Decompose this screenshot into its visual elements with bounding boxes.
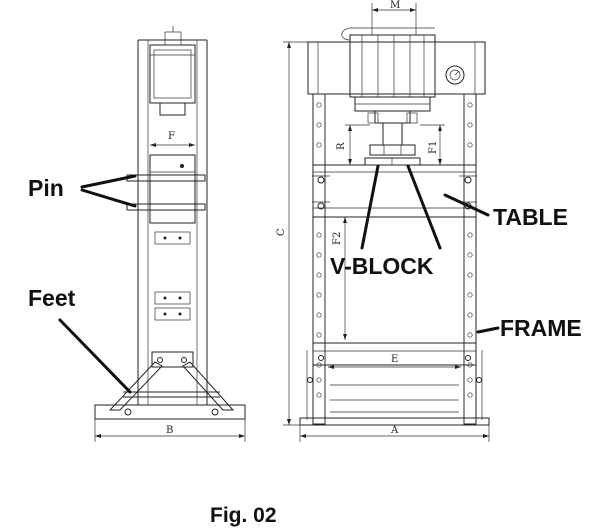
pin-label: Pin — [28, 175, 64, 201]
side-cylinder-housing — [149, 44, 196, 104]
frame-label: FRAME — [500, 315, 582, 341]
dim-a-label: A — [390, 425, 399, 436]
front-column-right — [463, 93, 477, 425]
side-view: F B — [94, 26, 246, 442]
side-table-block — [149, 154, 196, 224]
side-leg-right — [182, 361, 235, 411]
dim-m-label: M — [390, 0, 400, 11]
pin-callout: Pin — [28, 174, 137, 208]
pin-leader-lower — [80, 188, 137, 208]
dim-f2-label: F2 — [332, 232, 343, 245]
pin-leader-upper — [80, 174, 137, 189]
side-base-plate — [94, 404, 246, 420]
v-block-pair — [364, 157, 421, 166]
dim-f1-label: F1 — [428, 141, 439, 154]
dim-c-label: C — [276, 228, 287, 236]
frame-leader — [476, 326, 500, 334]
v-block-leader-right — [406, 164, 442, 250]
side-pin-upper — [126, 174, 206, 182]
front-head — [307, 41, 486, 95]
v-block-leader-left — [360, 164, 380, 250]
table-leader — [443, 193, 490, 217]
front-base-plate — [299, 417, 490, 426]
side-leg-left — [108, 361, 163, 411]
front-cylinder — [349, 34, 436, 98]
dim-f-label: F — [168, 131, 175, 142]
side-ram — [159, 102, 186, 116]
front-table — [312, 164, 477, 218]
front-ram — [374, 110, 411, 124]
v-block-callout: V-BLOCK — [330, 164, 442, 279]
feet-leader — [58, 318, 132, 394]
dim-e-label: E — [391, 354, 398, 365]
front-view: M — [276, 0, 490, 442]
dim-b-label: B — [166, 425, 173, 436]
figure-caption: Fig. 02 — [210, 504, 277, 527]
front-lower-frame — [312, 342, 477, 366]
pressure-gauge — [445, 65, 465, 85]
v-block-label: V-BLOCK — [330, 253, 434, 279]
table-label: TABLE — [493, 204, 568, 230]
table-callout: TABLE — [443, 193, 568, 230]
feet-callout: Feet — [28, 285, 132, 394]
feet-label: Feet — [28, 285, 76, 311]
front-column-left — [312, 93, 326, 425]
dim-r-label: R — [336, 142, 347, 150]
side-pin-lower — [126, 203, 206, 211]
side-leg-bracket — [151, 351, 194, 368]
frame-callout: FRAME — [476, 315, 582, 341]
